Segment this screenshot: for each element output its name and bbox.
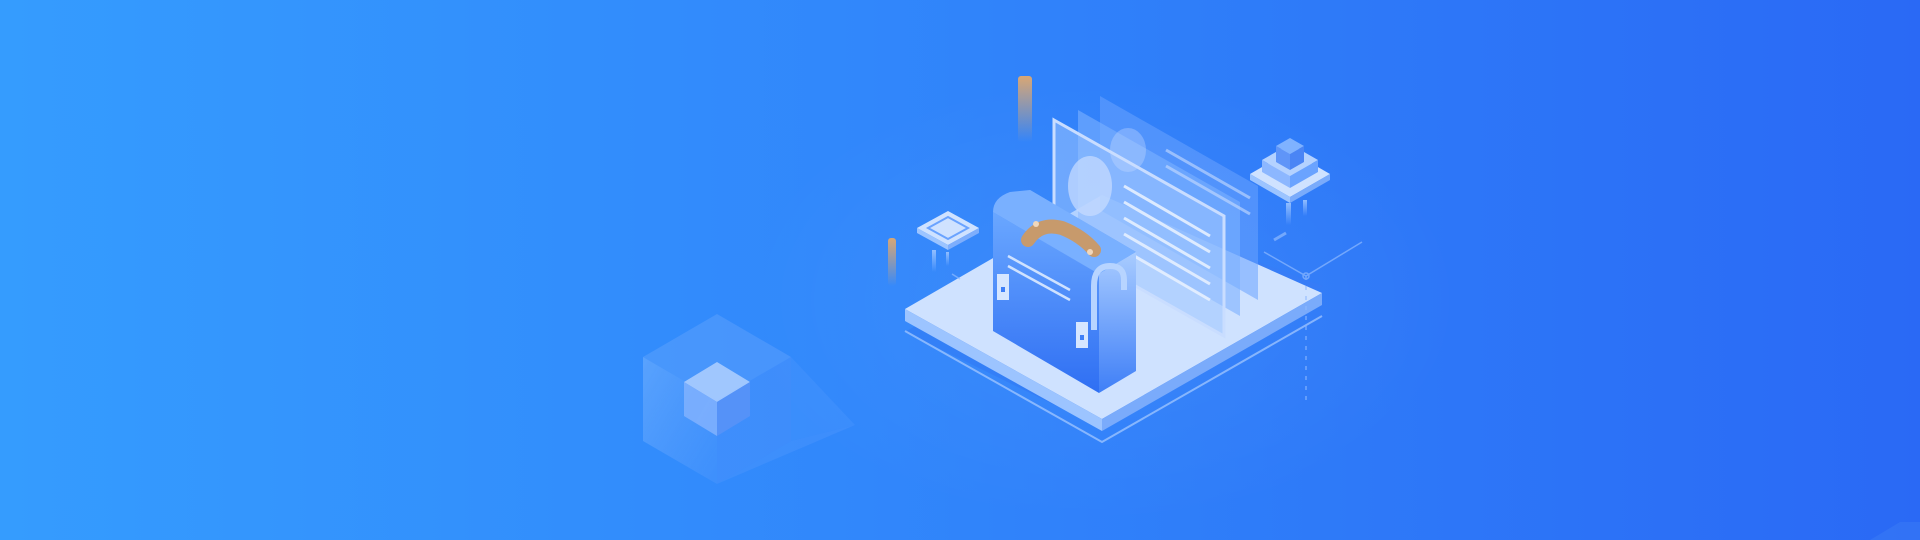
orange-bar-left xyxy=(888,238,896,286)
corner-accent xyxy=(1870,522,1920,540)
glass-cube-icon xyxy=(643,314,855,484)
document-stack xyxy=(1052,96,1258,339)
chip-tile-icon xyxy=(917,211,979,272)
briefcase-icon xyxy=(993,190,1136,393)
connector-lines xyxy=(951,231,1363,400)
pedestal-cube-icon xyxy=(1250,138,1330,225)
orange-bar-top xyxy=(1018,76,1032,142)
